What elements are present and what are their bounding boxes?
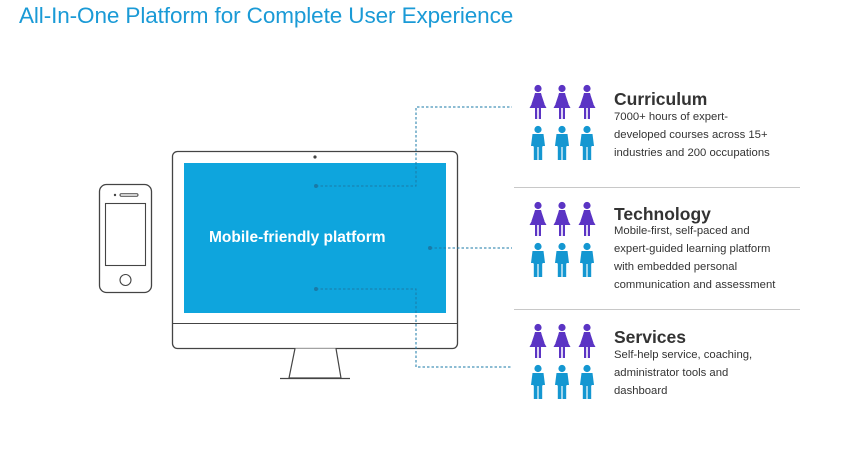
desc-line: Self-help service, coaching, — [614, 349, 753, 361]
section-desc-services: Self-help service, coaching, administrat… — [614, 346, 804, 400]
desc-line: 7000+ hours of expert- — [614, 111, 728, 123]
smartphone-icon — [98, 183, 153, 294]
desktop-monitor-icon — [171, 150, 459, 380]
female-person-icon — [578, 84, 596, 119]
section-title-curriculum: Curriculum — [614, 89, 708, 109]
divider — [514, 187, 800, 188]
female-person-icon — [578, 323, 596, 358]
connector-dot — [428, 246, 432, 250]
desc-line: communication and assessment — [614, 279, 776, 291]
desc-line: developed courses across 15+ — [614, 129, 768, 141]
connector-dot — [314, 287, 318, 291]
desc-line: expert-guided learning platform — [614, 243, 771, 255]
male-person-icon — [580, 242, 594, 277]
section-desc-curriculum: 7000+ hours of expert- developed courses… — [614, 108, 804, 162]
male-person-icon — [580, 125, 594, 160]
male-person-icon — [531, 242, 545, 277]
connector-dot — [314, 184, 318, 188]
male-person-icon — [555, 364, 569, 399]
female-person-icon — [553, 84, 571, 119]
female-person-icon — [529, 84, 547, 119]
female-person-icon — [553, 323, 571, 358]
male-person-icon — [531, 125, 545, 160]
divider — [514, 309, 800, 310]
female-person-icon — [578, 201, 596, 236]
desc-line: Mobile-first, self-paced and — [614, 225, 750, 237]
desc-line: industries and 200 occupations — [614, 147, 770, 159]
female-person-icon — [529, 323, 547, 358]
desc-line: with embedded personal — [614, 261, 738, 273]
female-person-icon — [553, 201, 571, 236]
male-person-icon — [531, 364, 545, 399]
male-person-icon — [555, 125, 569, 160]
connector-lines — [316, 106, 512, 368]
male-person-icon — [580, 364, 594, 399]
screen-label: Mobile-friendly platform — [209, 229, 386, 246]
male-person-icon — [555, 242, 569, 277]
female-person-icon — [529, 201, 547, 236]
desc-line: dashboard — [614, 385, 668, 397]
section-title-services: Services — [614, 327, 687, 347]
people-icons — [529, 84, 596, 399]
page-title: All-In-One Platform for Complete User Ex… — [19, 3, 514, 28]
desc-line: administrator tools and — [614, 367, 729, 379]
section-desc-technology: Mobile-first, self-paced and expert-guid… — [614, 222, 804, 294]
connector-curriculum — [316, 106, 512, 187]
connector-services — [316, 288, 512, 368]
section-title-technology: Technology — [614, 204, 711, 224]
